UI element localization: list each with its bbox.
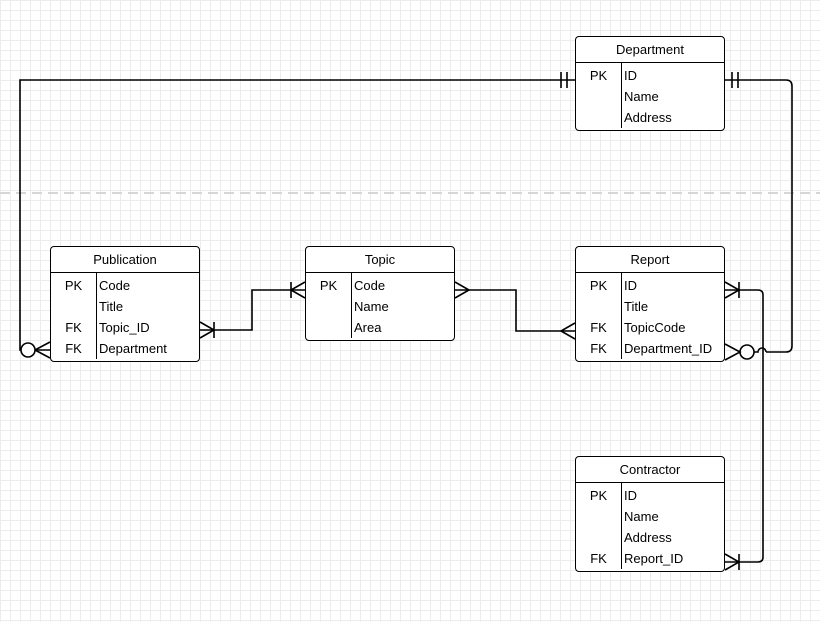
key-label: PK: [64, 278, 83, 293]
field-name: ID: [624, 68, 637, 83]
entity-rows: PK ID Name Address: [576, 63, 724, 128]
entity-title: Publication: [51, 247, 199, 273]
entity-row[interactable]: Area: [306, 317, 454, 338]
field-name: ID: [624, 278, 637, 293]
field-name: Topic_ID: [99, 320, 150, 335]
entity-row[interactable]: FK Topic_ID: [51, 317, 199, 338]
entity-row[interactable]: FK TopicCode: [576, 317, 724, 338]
field-name: Address: [624, 110, 672, 125]
entity-row[interactable]: PK ID: [576, 65, 724, 86]
key-label: PK: [319, 278, 338, 293]
key-label: FK: [590, 320, 607, 335]
zero-marker: [20, 342, 36, 358]
entity-rows: PK ID Name Address FK Report_ID: [576, 483, 724, 569]
entity-row[interactable]: PK Code: [51, 275, 199, 296]
field-name: Title: [99, 299, 124, 314]
entity-title: Department: [576, 37, 724, 63]
entity-rows: PK Code Name Area: [306, 273, 454, 338]
entity-publication[interactable]: Publication PK Code Title FK Topic_ID FK De…: [50, 246, 200, 362]
connector-report-contractor[interactable]: [725, 289, 764, 563]
connector-publication-topic[interactable]: [200, 289, 305, 331]
one-or-many-marker: [724, 553, 741, 571]
key-label: FK: [590, 551, 607, 566]
one-or-many-marker: [724, 281, 741, 299]
entity-rows: PK ID Title FK TopicCode FK Department_ID: [576, 273, 724, 359]
line-hop: [754, 347, 767, 353]
one-or-many-marker: [289, 281, 306, 299]
entity-contractor[interactable]: Contractor PK ID Name Address FK Report_ID: [575, 456, 725, 572]
many-crowfoot-marker: [34, 341, 51, 359]
key-label: PK: [589, 278, 608, 293]
field-name: TopicCode: [624, 320, 686, 335]
many-crowfoot-marker: [559, 322, 576, 340]
entity-row[interactable]: PK ID: [576, 275, 724, 296]
key-label: PK: [589, 68, 608, 83]
entity-row[interactable]: PK Code: [306, 275, 454, 296]
key-label: FK: [65, 320, 82, 335]
field-name: Address: [624, 530, 672, 545]
key-label: FK: [65, 341, 82, 356]
entity-row[interactable]: Name: [576, 506, 724, 527]
many-crowfoot-marker: [454, 281, 471, 299]
field-name: Area: [354, 320, 382, 335]
entity-row[interactable]: FK Report_ID: [576, 548, 724, 569]
connector-department-report[interactable]: [725, 79, 793, 353]
entity-row[interactable]: Name: [306, 296, 454, 317]
entity-department[interactable]: Department PK ID Name Address: [575, 36, 725, 131]
entity-row[interactable]: Name: [576, 86, 724, 107]
entity-title: Contractor: [576, 457, 724, 483]
entity-row[interactable]: Address: [576, 527, 724, 548]
one-and-only-one-marker: [560, 72, 568, 88]
key-label: FK: [590, 341, 607, 356]
field-name: Report_ID: [624, 551, 684, 566]
many-crowfoot-marker: [724, 343, 742, 361]
connector-topic-report[interactable]: [455, 289, 575, 332]
entity-row[interactable]: Title: [51, 296, 199, 317]
field-name: Department: [99, 341, 167, 356]
field-name: Code: [354, 278, 386, 293]
field-name: Department_ID: [624, 341, 713, 356]
key-label: PK: [589, 488, 608, 503]
field-name: ID: [624, 488, 637, 503]
entity-row[interactable]: Address: [576, 107, 724, 128]
entity-row[interactable]: PK ID: [576, 485, 724, 506]
field-name: Name: [624, 509, 659, 524]
entity-title: Report: [576, 247, 724, 273]
field-name: Name: [354, 299, 389, 314]
entity-title: Topic: [306, 247, 454, 273]
field-name: Title: [624, 299, 649, 314]
entity-row[interactable]: FK Department: [51, 338, 199, 359]
one-and-only-one-marker: [731, 72, 739, 88]
field-name: Name: [624, 89, 659, 104]
zero-marker: [739, 344, 755, 360]
entity-row[interactable]: Title: [576, 296, 724, 317]
entity-rows: PK Code Title FK Topic_ID FK Department: [51, 273, 199, 359]
entity-report[interactable]: Report PK ID Title FK TopicCode FK Departme…: [575, 246, 725, 362]
field-name: Code: [99, 278, 131, 293]
entity-topic[interactable]: Topic PK Code Name Area: [305, 246, 455, 341]
entity-row[interactable]: FK Department_ID: [576, 338, 724, 359]
one-or-many-marker: [199, 321, 216, 339]
